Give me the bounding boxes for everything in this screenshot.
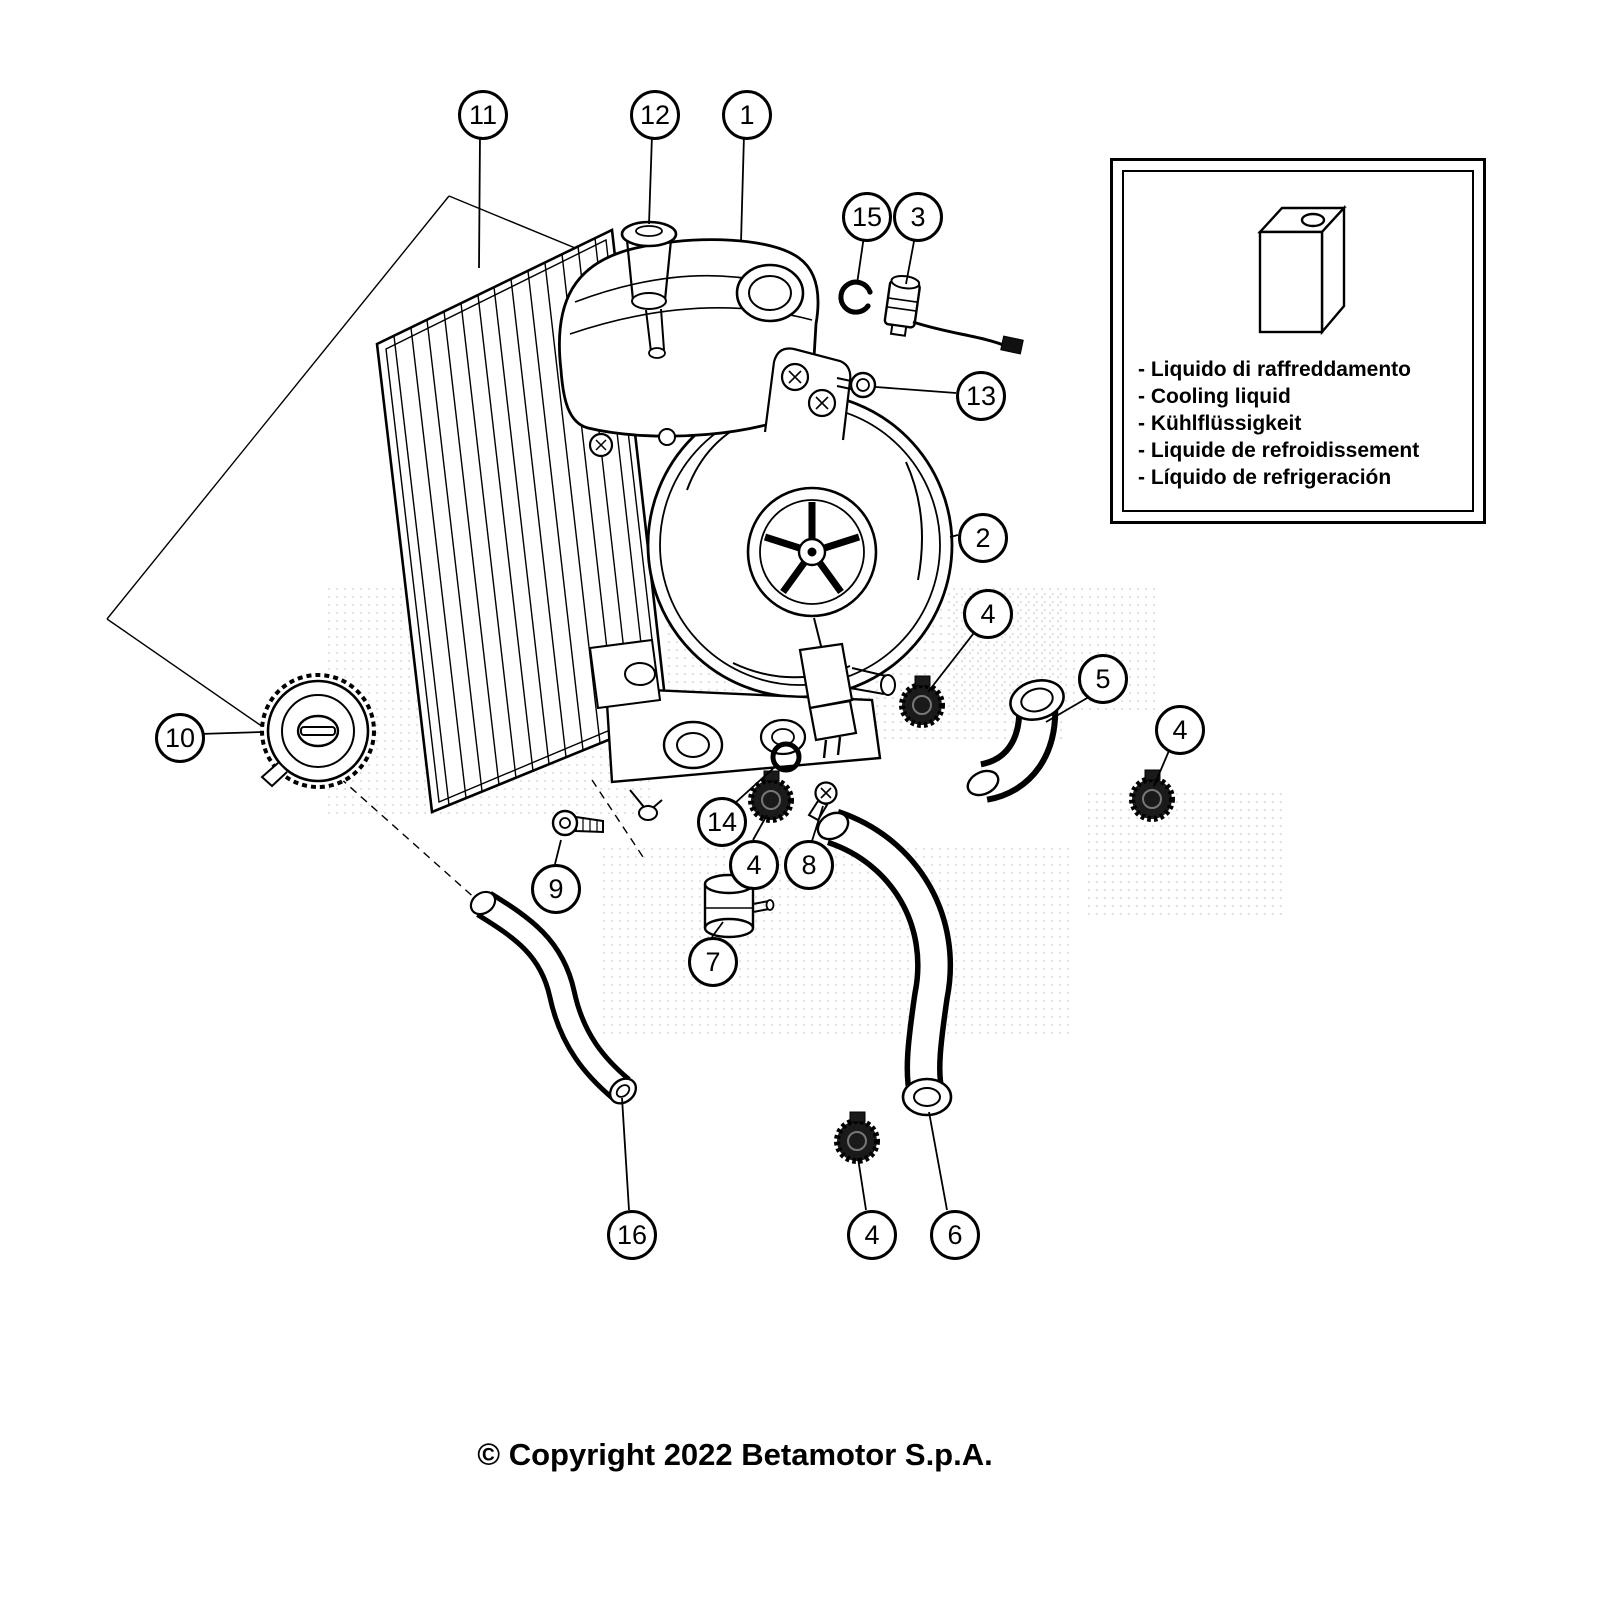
callout-12: 12 (630, 90, 680, 140)
hose-clamp (834, 1111, 880, 1164)
callout-9: 9 (531, 864, 581, 914)
lower-hose (816, 808, 954, 1117)
bolt-13 (836, 371, 877, 399)
radiator-cap (260, 673, 376, 789)
callout-16: 16 (607, 1210, 657, 1260)
callout-14: 14 (697, 797, 747, 847)
callout-15: 15 (842, 192, 892, 242)
legend-line-es: - Líquido de refrigeración (1138, 466, 1392, 489)
hose-clamp (748, 770, 794, 823)
legend-inner-frame: - Liquido di raffreddamento - Cooling li… (1122, 170, 1474, 512)
elbow-hose (966, 679, 1065, 803)
callout-7: 7 (688, 937, 738, 987)
mount-bracket-top (588, 347, 852, 458)
coolant-canister-icon (1257, 204, 1347, 336)
callout-11: 11 (458, 90, 508, 140)
legend-line-it: - Liquido di raffreddamento (1138, 358, 1411, 381)
hose-clamp (1129, 769, 1175, 822)
rubber-mount (703, 873, 775, 939)
legend-line-fr: - Liquide de refroidissement (1138, 439, 1420, 462)
callout-13: 13 (956, 371, 1006, 421)
callout-5: 5 (1078, 654, 1128, 704)
outlet-connector (798, 642, 896, 759)
temperature-sensor (883, 274, 1024, 355)
construction-lines (106, 195, 644, 902)
watermark-block (600, 845, 1070, 1035)
hose-clamp (899, 675, 945, 728)
callout-8: 8 (784, 840, 834, 890)
legend-line-en: - Cooling liquid (1138, 385, 1291, 408)
radiator-tank (557, 238, 820, 438)
copyright-text: © Copyright 2022 Betamotor S.p.A. (477, 1437, 993, 1472)
callout-1: 1 (722, 90, 772, 140)
overflow-hose (469, 890, 638, 1105)
drain-screw (551, 809, 604, 837)
watermark-block (1085, 790, 1285, 915)
bolt-8 (807, 781, 838, 822)
legend-box: - Liquido di raffreddamento - Cooling li… (1110, 158, 1486, 524)
callout-4d: 4 (847, 1210, 897, 1260)
callout-2: 2 (958, 513, 1008, 563)
callout-6: 6 (930, 1210, 980, 1260)
filler-cap (620, 220, 678, 359)
callout-4a: 4 (963, 589, 1013, 639)
callout-10: 10 (155, 713, 205, 763)
legend-text: - Liquido di raffreddamento - Cooling li… (1138, 356, 1462, 491)
retaining-clip (838, 279, 873, 315)
callout-4c: 4 (729, 840, 779, 890)
o-ring (770, 741, 802, 773)
legend-line-de: - Kühlflüssigkeit (1138, 412, 1302, 435)
fan (746, 486, 878, 651)
callout-4b: 4 (1155, 705, 1205, 755)
leader-lines (198, 134, 1172, 1211)
callout-3: 3 (893, 192, 943, 242)
